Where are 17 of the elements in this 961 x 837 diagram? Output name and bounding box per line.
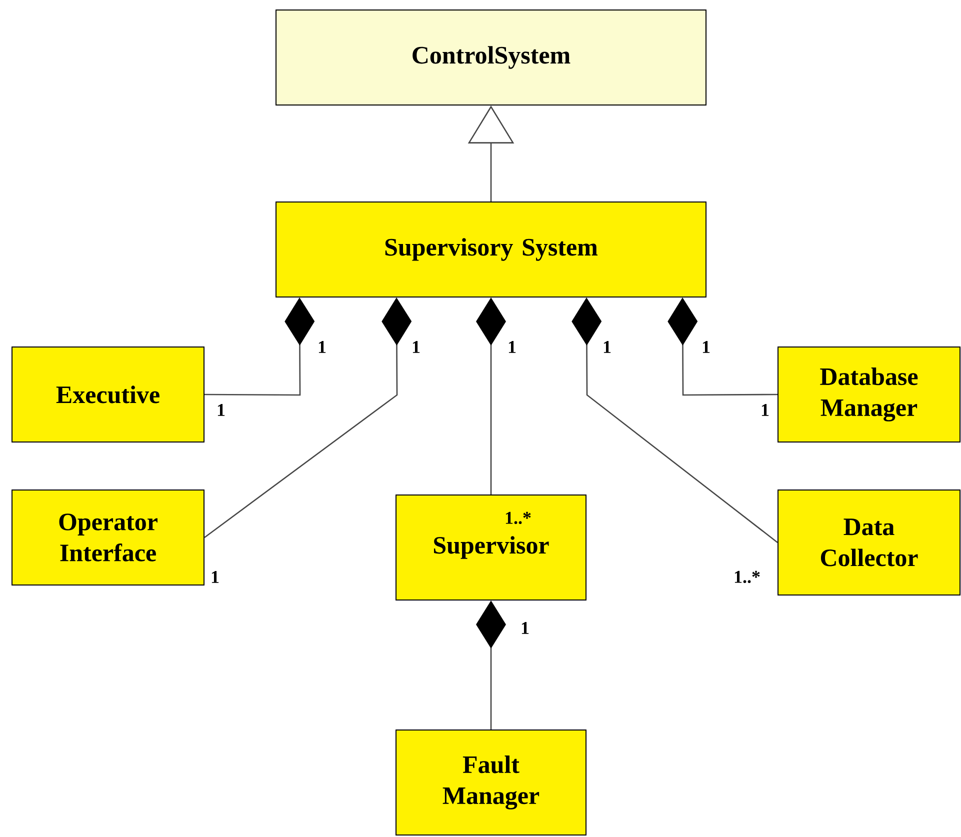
class-box: Supervisory System — [276, 201, 706, 298]
multiplicity-label: 1 — [412, 341, 420, 353]
multiplicity-label: 1..* — [734, 570, 760, 584]
multiplicity-label: 1..* — [506, 512, 531, 524]
class-box: Data Collector — [778, 489, 960, 596]
class-box: Database Manager — [778, 346, 960, 442]
class-box: Executive — [12, 346, 204, 442]
multiplicity-label: 1 — [762, 404, 769, 416]
multiplicity-label: 1 — [702, 341, 710, 353]
multiplicity-label: 1 — [318, 341, 326, 353]
multiplicity-label: 1 — [522, 622, 529, 634]
multiplicity-label: 1 — [604, 341, 611, 353]
multiplicity-label: 1 — [218, 404, 225, 416]
class-box: ControlSystem — [276, 9, 706, 106]
class-box: Operator Interface — [12, 489, 204, 586]
class-box: Fault Manager — [396, 729, 586, 836]
multiplicity-label: 1 — [508, 341, 516, 353]
